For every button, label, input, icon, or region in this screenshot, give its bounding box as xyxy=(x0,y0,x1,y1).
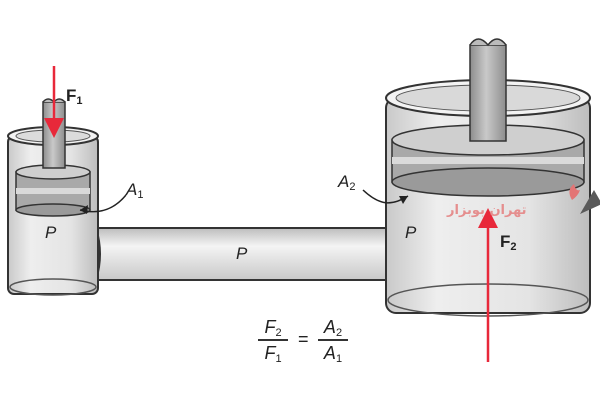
pressure-small-cylinder-label: P xyxy=(45,223,57,242)
small-piston xyxy=(15,164,91,217)
force-small-subscript: 1 xyxy=(76,95,83,107)
force-ratio-den-sub: 1 xyxy=(275,352,282,365)
large-piston-rod xyxy=(469,38,507,142)
area-ratio-den-sub: 1 xyxy=(335,352,343,365)
pressure-large-cylinder-label: P xyxy=(405,223,417,242)
area-ratio-numerator: A2 xyxy=(318,316,348,339)
force-ratio-numerator: F2 xyxy=(258,316,288,339)
area-ratio-num-sub: 2 xyxy=(335,327,343,339)
force-large-subscript: 2 xyxy=(510,241,517,253)
force-small-label: F1 xyxy=(66,86,83,107)
force-ratio-den-letter: F xyxy=(264,342,276,363)
area-ratio-num-letter: A xyxy=(323,317,336,337)
area-ratio-bar xyxy=(318,339,348,341)
area-ratio-denominator: A1 xyxy=(318,342,348,365)
force-ratio-denominator: F1 xyxy=(258,342,288,365)
force-small-letter: F xyxy=(66,86,77,105)
force-ratio: F2 F1 xyxy=(258,316,288,365)
area-large-label: A2 xyxy=(338,172,355,193)
area-ratio: A2 A1 xyxy=(318,316,348,365)
pressure-pipe-label: P xyxy=(236,244,248,263)
area-ratio-den-letter: A xyxy=(323,342,336,363)
equals-sign: = xyxy=(298,329,309,349)
force-ratio-bar xyxy=(258,339,288,341)
area-large-letter: A xyxy=(338,172,350,191)
area-small-label: A1 xyxy=(126,180,143,201)
force-large-letter: F xyxy=(500,232,511,251)
area-small-subscript: 1 xyxy=(137,189,144,201)
pascal-formula: F2 F1 = A2 A1 xyxy=(258,316,350,368)
force-ratio-num-sub: 2 xyxy=(275,327,282,339)
area-large-pointer-head xyxy=(399,196,408,204)
area-small-pointer-head xyxy=(80,205,88,214)
watermark-logo-icon xyxy=(569,184,600,214)
area-large-subscript: 2 xyxy=(349,181,356,193)
watermark-text: تهران بوبزار xyxy=(447,203,527,218)
force-ratio-num-letter: F xyxy=(264,317,276,337)
area-small-letter: A xyxy=(126,180,138,199)
force-large-label: F2 xyxy=(500,232,517,253)
